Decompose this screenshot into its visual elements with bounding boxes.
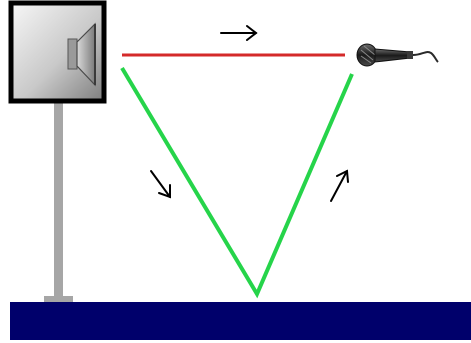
arrow-down-right-icon: [150, 170, 171, 199]
arrow-right-icon: [220, 25, 258, 41]
speaker-stand-pole: [54, 102, 63, 300]
speaker-icon: [8, 0, 107, 104]
floor: [10, 302, 471, 340]
microphone-icon: [356, 43, 439, 67]
speaker-stand-base: [44, 296, 73, 302]
reflected-sound-path: [120, 66, 354, 299]
arrow-up-right-icon: [330, 169, 349, 202]
